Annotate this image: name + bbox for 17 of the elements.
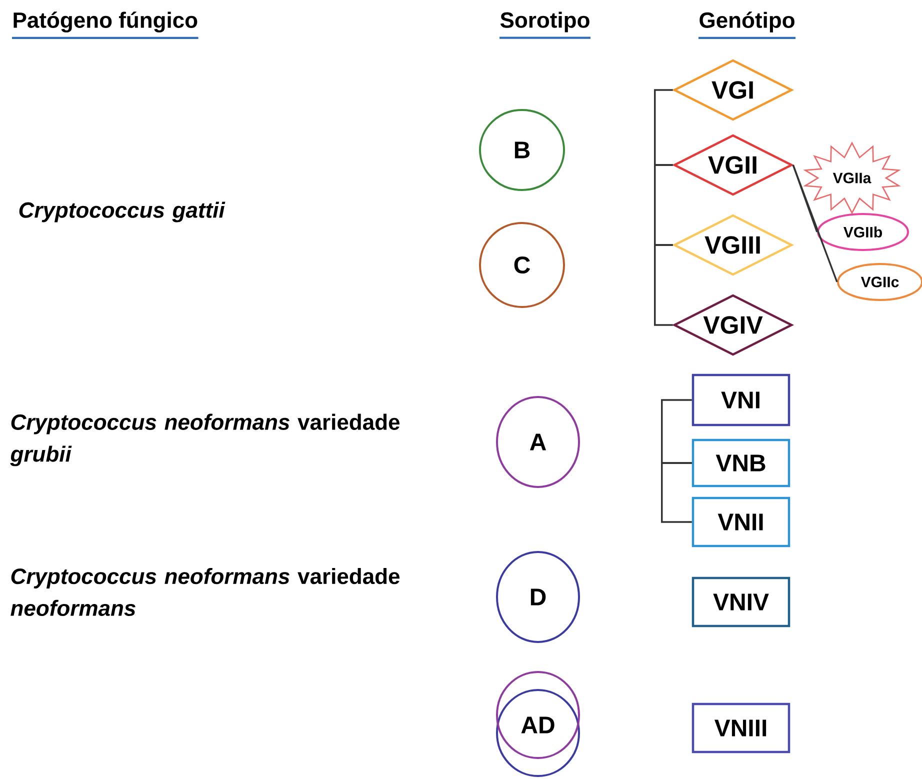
genotype-box: VNI — [692, 374, 790, 426]
genotype-box: VNB — [692, 438, 790, 488]
connector-line — [661, 462, 692, 523]
genotype-box: VNII — [692, 496, 790, 548]
heading-label: Genótipo — [700, 12, 794, 32]
genotype-box: VNIV — [692, 576, 790, 628]
connector-line — [661, 399, 692, 464]
heading-label: Sorotipo — [500, 12, 590, 32]
species-label: Cryptococcus neoformans variedade grubii — [10, 414, 400, 466]
connector-line — [792, 164, 838, 282]
genotype-box: VNIII — [692, 702, 790, 754]
species-label: Cryptococcus gattii — [19, 202, 226, 222]
connector-line — [654, 244, 673, 326]
connector-line — [654, 89, 673, 166]
heading-label: Patógeno fúngico — [14, 12, 198, 32]
connector-line — [654, 164, 673, 246]
species-label: Cryptococcus neoformans variedade neoformans — [10, 568, 400, 616]
